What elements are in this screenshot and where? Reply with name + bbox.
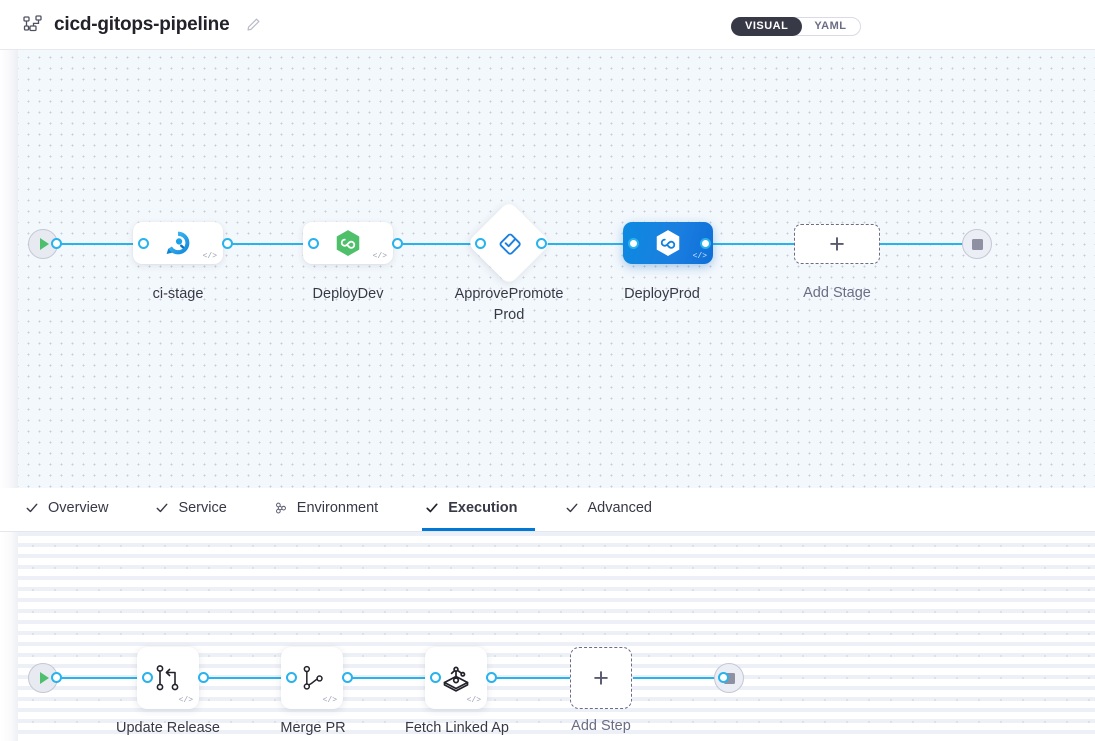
stage-edge-approve-deployprod (540, 243, 632, 245)
stage-port-ci-in[interactable] (138, 238, 149, 249)
execution-end-node[interactable] (714, 663, 744, 693)
harness-hexagon-white-icon (653, 228, 683, 258)
stage-edge-start-ci (56, 243, 146, 245)
step-node-layer: </> Update Release Repo </> (0, 532, 1095, 741)
tab-label: Service (178, 500, 227, 516)
step-port-merge-out[interactable] (342, 672, 353, 683)
step-code-badge: </> (466, 696, 481, 705)
step-edge-addstep-end (633, 677, 723, 679)
step-label-fetch-linked-apps: Fetch Linked Apps (405, 720, 509, 736)
step-edge-layer (0, 532, 1095, 741)
check-icon (155, 501, 169, 515)
stage-code-badge: </> (372, 252, 387, 261)
stage-label-deployprod: DeployProd (624, 286, 700, 302)
stage-graph-canvas[interactable]: </> ci-stage </> DeployDev (0, 50, 1095, 488)
step-edge-update-merge (202, 677, 292, 679)
pencil-edit-icon[interactable] (245, 16, 262, 33)
step-port-fetch-out[interactable] (486, 672, 497, 683)
plus-icon: + (593, 662, 609, 693)
stage-port-deploydev-out[interactable] (392, 238, 403, 249)
step-edge-fetch-addstep (490, 677, 570, 679)
check-icon (25, 501, 39, 515)
tab-environment[interactable]: Environment (271, 488, 395, 531)
check-icon (425, 501, 439, 515)
stage-edge-ci-deploydev (226, 243, 320, 245)
infrastructure-cluster-icon (274, 501, 288, 515)
git-branch-update-icon (151, 661, 185, 695)
stage-code-badge: </> (202, 252, 217, 261)
view-mode-toggle-group: VISUAL YAML (731, 16, 861, 36)
stage-port-ci-out[interactable] (222, 238, 233, 249)
step-port-update-out[interactable] (198, 672, 209, 683)
pipeline-header: cicd-gitops-pipeline VISUAL YAML (0, 0, 1095, 50)
step-code-badge: </> (178, 696, 193, 705)
stage-edge-deployprod-addstage (704, 243, 804, 245)
step-edge-start-update (56, 677, 146, 679)
stage-port-deployprod-in[interactable] (628, 238, 639, 249)
step-port-end-in[interactable] (718, 672, 729, 683)
pipeline-end-node[interactable] (962, 229, 992, 259)
step-port-start-out[interactable] (51, 672, 62, 683)
execution-steps-canvas[interactable]: </> Update Release Repo </> (0, 532, 1095, 741)
stage-node-deploydev[interactable]: </> (303, 222, 393, 264)
step-label-merge-pr: Merge PR (280, 720, 346, 736)
pipeline-nodes-icon (22, 14, 44, 36)
add-step-label: Add Step (571, 718, 631, 734)
stage-port-start-out[interactable] (51, 238, 62, 249)
tab-label: Execution (448, 500, 518, 516)
play-icon (40, 238, 49, 250)
stop-square-icon (971, 238, 983, 250)
git-merge-icon (296, 662, 328, 694)
stage-code-badge: </> (692, 252, 707, 261)
plus-icon: + (829, 228, 845, 259)
step-edge-merge-fetch (346, 677, 436, 679)
page-title: cicd-gitops-pipeline (54, 13, 230, 35)
tab-label: Environment (296, 500, 379, 516)
stage-config-tabs: Overview Service Environment (0, 488, 1095, 532)
step-port-merge-in[interactable] (286, 672, 297, 683)
tab-label: Overview (48, 500, 109, 516)
tab-service[interactable]: Service (152, 488, 243, 531)
header-left-group: cicd-gitops-pipeline (22, 14, 262, 36)
step-port-fetch-in[interactable] (430, 672, 441, 683)
toggle-option-yaml[interactable]: YAML (814, 20, 847, 32)
stage-edge-addstage-end (876, 243, 972, 245)
stage-port-approve-in[interactable] (475, 238, 486, 249)
toggle-option-visual[interactable]: VISUAL (731, 16, 803, 36)
step-label-update-release-repo: Update Release Repo (116, 720, 220, 736)
stage-port-deployprod-out[interactable] (700, 238, 711, 249)
ci-build-magnifier-icon (164, 229, 192, 257)
add-stage-label: Add Stage (803, 285, 871, 301)
stage-label-approvepromoteprod: ApprovePromoteProd (454, 286, 564, 323)
argocd-squid-icon (438, 660, 474, 696)
add-step-button[interactable]: + (570, 647, 632, 709)
stage-label-deploydev: DeployDev (312, 286, 384, 302)
view-mode-toggle[interactable]: VISUAL YAML (731, 16, 861, 36)
step-port-update-in[interactable] (142, 672, 153, 683)
stop-square-icon (723, 672, 735, 684)
add-stage-button[interactable]: + (794, 224, 880, 264)
step-code-badge: </> (322, 696, 337, 705)
stage-port-deploydev-in[interactable] (308, 238, 319, 249)
play-icon (40, 672, 49, 684)
stage-node-layer: </> ci-stage </> DeployDev (0, 50, 1095, 488)
stage-edge-deploydev-approve (396, 243, 480, 245)
tab-execution[interactable]: Execution (422, 488, 535, 531)
stage-port-approve-out[interactable] (536, 238, 547, 249)
stage-canvas-left-gutter (0, 50, 18, 488)
tab-label: Advanced (587, 500, 653, 516)
stage-label-ci-stage: ci-stage (152, 286, 204, 302)
harness-hexagon-green-icon (333, 228, 363, 258)
tab-advanced[interactable]: Advanced (562, 488, 670, 531)
tab-overview[interactable]: Overview (22, 488, 125, 531)
stage-edge-layer (0, 50, 1095, 488)
stage-node-ci-stage[interactable]: </> (133, 222, 223, 264)
step-canvas-left-gutter (0, 532, 18, 741)
check-icon (565, 501, 579, 515)
